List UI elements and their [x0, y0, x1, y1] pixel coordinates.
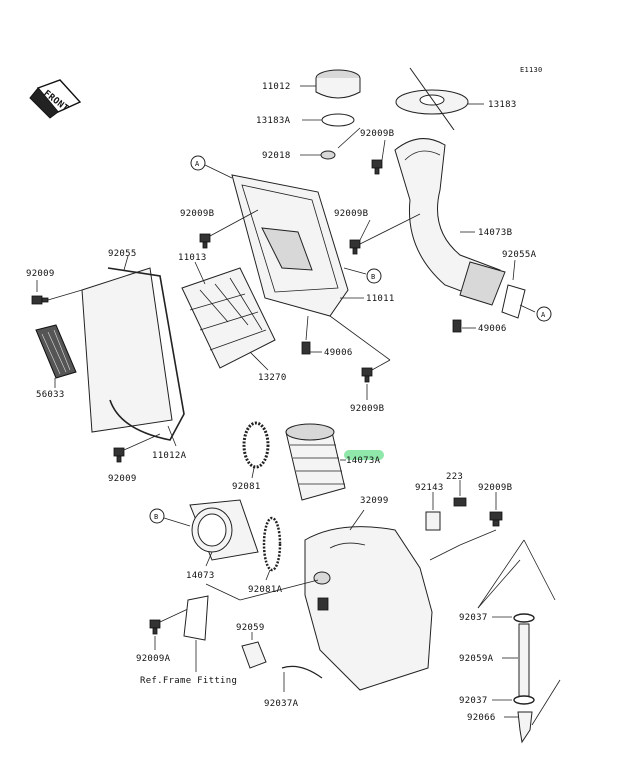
svg-text:B: B	[371, 273, 376, 281]
label-13183: 13183	[488, 100, 517, 110]
label-92081: 92081	[232, 482, 261, 492]
part-92037a-clip[interactable]	[281, 665, 323, 679]
label-14073a: 14073A	[346, 456, 381, 466]
part-92081a-clamp[interactable]	[262, 516, 282, 572]
part-92037-clamp-1[interactable]	[513, 613, 535, 623]
front-arrow-icon: FRONT	[29, 79, 82, 119]
part-92009-bolt-1[interactable]	[31, 295, 49, 305]
part-13183a-ring[interactable]	[321, 113, 355, 127]
svg-text:B: B	[154, 513, 159, 521]
circle-ref-b-lower: B	[149, 508, 165, 524]
label-92037a: 92037A	[264, 699, 299, 709]
part-92009b-bolt-2[interactable]	[349, 239, 361, 255]
label-14073b: 14073B	[478, 228, 512, 238]
part-11012-cap[interactable]	[315, 69, 361, 99]
label-32099: 32099	[360, 496, 389, 506]
label-92009b-3: 92009B	[180, 209, 214, 219]
part-92009a-bolt[interactable]	[149, 619, 161, 635]
part-223-screw[interactable]	[453, 497, 467, 507]
part-11013-filter[interactable]	[181, 267, 276, 369]
label-13183a: 13183A	[256, 116, 291, 126]
label-92059a: 92059A	[459, 654, 494, 664]
part-11011-housing[interactable]	[231, 174, 349, 317]
label-92009-2: 92009	[108, 474, 137, 484]
diagram-code: E1130	[520, 66, 543, 74]
highlight-marker	[344, 450, 384, 460]
label-11012a: 11012A	[152, 451, 187, 461]
label-223: 223	[446, 472, 463, 482]
part-92081-clamp[interactable]	[242, 421, 270, 469]
label-92009a: 92009A	[136, 654, 171, 664]
part-frame-bracket[interactable]	[183, 595, 209, 641]
label-92081a: 92081A	[248, 585, 283, 595]
label-92009b-5: 92009B	[478, 483, 512, 493]
part-92009b-bolt-5[interactable]	[489, 511, 503, 527]
part-92037-clamp-2[interactable]	[513, 695, 535, 705]
part-92055a-gasket[interactable]	[501, 284, 526, 319]
part-32099-case[interactable]	[304, 526, 433, 691]
label-92009b-2: 92009B	[334, 209, 368, 219]
label-92018: 92018	[262, 151, 291, 161]
part-11012a-cover[interactable]	[81, 267, 185, 441]
part-49006-right[interactable]	[452, 319, 462, 333]
label-92009-1: 92009	[26, 269, 55, 279]
label-11012: 11012	[262, 82, 291, 92]
label-49006-left: 49006	[324, 348, 353, 358]
part-49006-left[interactable]	[301, 341, 311, 355]
part-92059-cap[interactable]	[241, 641, 267, 669]
label-92009b-1: 92009B	[360, 129, 394, 139]
label-92143: 92143	[415, 483, 444, 493]
circle-ref-b-top: B	[366, 268, 382, 284]
label-11013: 11013	[178, 253, 207, 263]
label-92037-2: 92037	[459, 696, 488, 706]
label-11011: 11011	[366, 294, 395, 304]
label-92055a: 92055A	[502, 250, 537, 260]
part-92059a-hose[interactable]	[518, 623, 530, 697]
svg-text:A: A	[195, 160, 200, 168]
part-92143-collar[interactable]	[425, 511, 441, 531]
part-92066-plug[interactable]	[517, 711, 533, 744]
part-56033-label[interactable]	[35, 324, 77, 379]
part-13183-plate[interactable]	[395, 67, 469, 131]
part-92009-bolt-2[interactable]	[113, 447, 125, 463]
part-14073b-duct[interactable]	[394, 138, 506, 306]
circle-ref-a-right: A	[536, 306, 552, 322]
part-92018[interactable]	[320, 150, 336, 160]
label-92059: 92059	[236, 623, 265, 633]
circle-ref-a-top: A	[190, 155, 206, 171]
label-56033: 56033	[36, 390, 65, 400]
label-13270: 13270	[258, 373, 287, 383]
svg-text:A: A	[541, 311, 546, 319]
label-92009b-4: 92009B	[350, 404, 384, 414]
label-92066: 92066	[467, 713, 496, 723]
part-92009b-bolt-1[interactable]	[371, 159, 383, 175]
part-92009b-bolt-3[interactable]	[199, 233, 211, 249]
label-92037-1: 92037	[459, 613, 488, 623]
ref-frame-fitting-text: Ref.Frame Fitting	[140, 676, 237, 686]
label-92055: 92055	[108, 249, 137, 259]
part-14073a-boot[interactable]	[285, 423, 346, 501]
part-92009b-bolt-4[interactable]	[361, 367, 373, 383]
part-14073-elbow[interactable]	[189, 499, 259, 561]
label-49006-right: 49006	[478, 324, 507, 334]
label-14073: 14073	[186, 571, 215, 581]
